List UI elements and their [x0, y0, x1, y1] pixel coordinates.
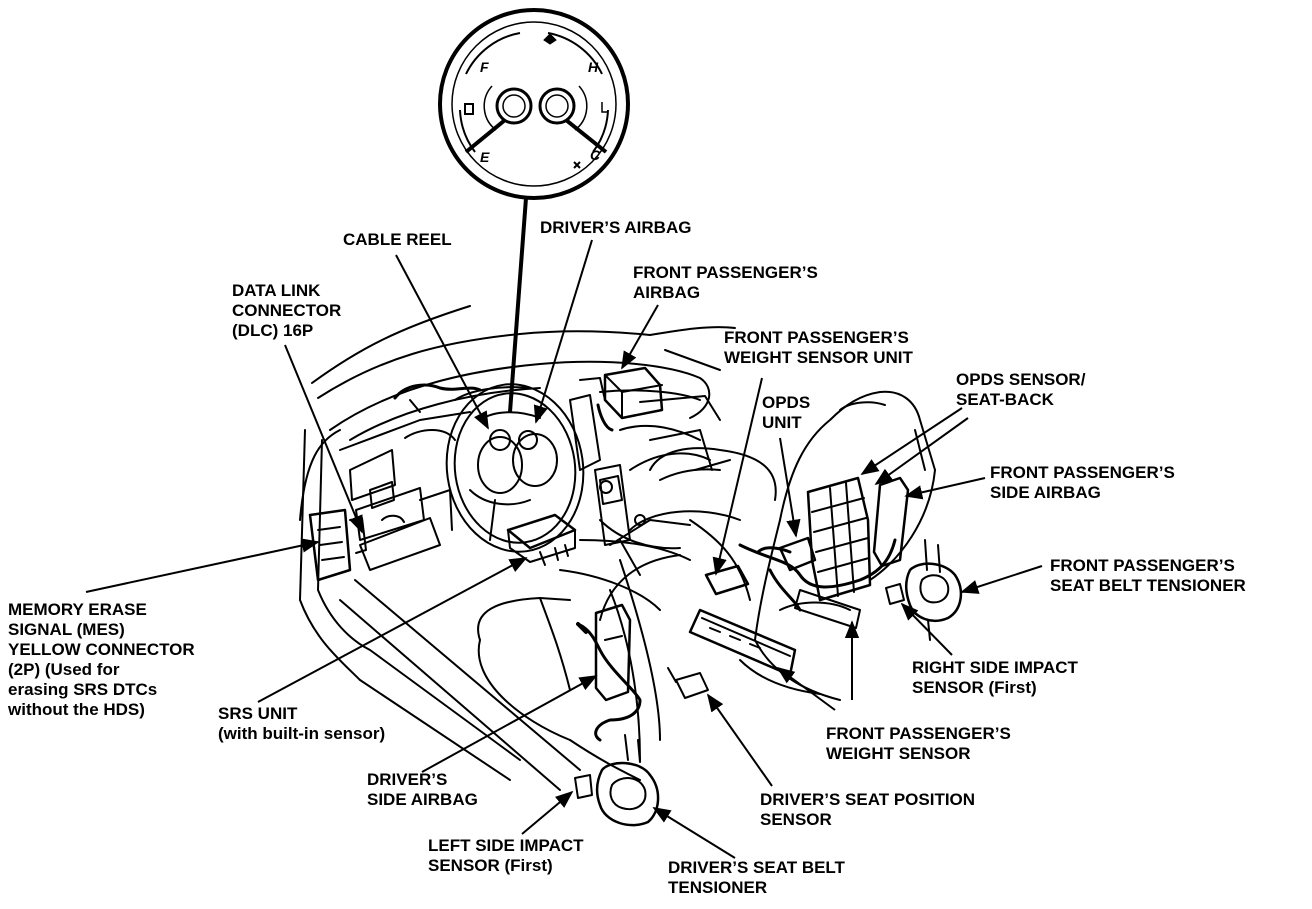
label-line: SRS UNIT: [218, 704, 298, 723]
label-line: FRONT PASSENGER’S: [724, 328, 909, 347]
label-line: DRIVER’S SEAT POSITION: [760, 790, 976, 809]
leader-opds-sensor-2: [874, 417, 969, 486]
leader-drivers-tensioner: [652, 807, 736, 859]
label-line: TENSIONER: [668, 878, 768, 897]
label-line: SEAT BELT TENSIONER: [1050, 576, 1246, 595]
label-line: CONNECTOR: [232, 301, 342, 320]
leader-dlc: [284, 344, 363, 534]
label-line: SIGNAL (MES): [8, 620, 125, 639]
label-line: SIDE AIRBAG: [990, 483, 1101, 502]
label-line: FRONT PASSENGER’S: [633, 263, 818, 282]
label-opds-sensor-seat-back: OPDS SENSOR/ SEAT-BACK: [956, 370, 1085, 410]
label-line: FRONT PASSENGER’S: [1050, 556, 1235, 575]
gauge-pointer-line: [508, 197, 528, 413]
label-drivers-side-airbag: DRIVER’S SIDE AIRBAG: [367, 770, 478, 810]
label-line: SENSOR (First): [428, 856, 553, 875]
label-front-passenger-airbag: FRONT PASSENGER’S AIRBAG: [633, 263, 818, 303]
label-line: SIDE AIRBAG: [367, 790, 478, 809]
leader-right-side-impact: [900, 602, 953, 656]
label-front-passenger-side-airbag: FRONT PASSENGER’S SIDE AIRBAG: [990, 463, 1175, 503]
label-line: DRIVER’S: [367, 770, 448, 789]
leader-drivers-side-airbag: [421, 675, 598, 773]
label-front-passenger-weight-sensor-unit: FRONT PASSENGER’S WEIGHT SENSOR UNIT: [724, 328, 913, 368]
leader-left-side-impact: [521, 790, 574, 835]
label-line: FRONT PASSENGER’S: [990, 463, 1175, 482]
leader-passenger-weight-sensor-2: [776, 666, 836, 711]
label-data-link-connector: DATA LINK CONNECTOR (DLC) 16P: [232, 281, 341, 341]
label-line: without the HDS): [8, 700, 145, 719]
label-line: YELLOW CONNECTOR: [8, 640, 195, 659]
label-line: (with built-in sensor): [218, 724, 386, 743]
label-line: SENSOR (First): [912, 678, 1037, 697]
label-line: (DLC) 16P: [232, 321, 314, 340]
label-line: SENSOR: [760, 810, 832, 829]
leader-opds-sensor-1: [860, 407, 963, 475]
gauge-letter-f: F: [480, 59, 489, 75]
label-left-side-impact-sensor: LEFT SIDE IMPACT SENSOR (First): [428, 836, 584, 876]
leader-lines: [85, 239, 1043, 859]
label-line: LEFT SIDE IMPACT: [428, 836, 584, 855]
leader-drivers-airbag: [533, 239, 593, 424]
leader-passenger-side-airbag: [904, 477, 986, 500]
label-srs-unit: SRS UNIT (with built-in sensor): [218, 704, 385, 744]
gauge-letter-e: E: [480, 149, 490, 165]
label-line: MEMORY ERASE: [8, 600, 147, 619]
label-line: DRIVER’S AIRBAG: [540, 218, 692, 237]
label-right-side-impact-sensor: RIGHT SIDE IMPACT SENSOR (First): [912, 658, 1078, 698]
label-drivers-seat-position-sensor: DRIVER’S SEAT POSITION SENSOR: [760, 790, 975, 830]
gauge-letter-h: H: [588, 59, 599, 75]
leader-passenger-airbag: [621, 304, 659, 370]
label-drivers-seat-belt-tensioner: DRIVER’S SEAT BELT TENSIONER: [668, 858, 845, 898]
label-line: DRIVER’S SEAT BELT: [668, 858, 845, 877]
label-line: OPDS: [762, 393, 811, 412]
leader-srs-unit: [257, 557, 528, 703]
label-line: AIRBAG: [633, 283, 701, 302]
leader-weight-sensor-unit: [712, 377, 763, 576]
label-drivers-airbag: DRIVER’S AIRBAG: [540, 218, 691, 238]
label-line: erasing SRS DTCs: [8, 680, 158, 699]
label-line: RIGHT SIDE IMPACT: [912, 658, 1078, 677]
gauge-letters: F E H C: [480, 59, 601, 165]
label-line: SEAT-BACK: [956, 390, 1054, 409]
leader-mes-connector: [85, 538, 320, 593]
label-memory-erase-signal: MEMORY ERASE SIGNAL (MES) YELLOW CONNECT…: [8, 600, 195, 720]
label-line: FRONT PASSENGER’S: [826, 724, 1011, 743]
label-line: UNIT: [762, 413, 802, 432]
leader-opds-unit: [779, 437, 801, 538]
gauge-letter-c: C: [590, 147, 601, 163]
label-front-passenger-weight-sensor: FRONT PASSENGER’S WEIGHT SENSOR: [826, 724, 1011, 764]
label-line: WEIGHT SENSOR: [826, 744, 971, 763]
label-line: OPDS SENSOR/: [956, 370, 1086, 389]
gauge-cluster-inset: [438, 8, 630, 200]
label-front-passenger-seat-belt-tensioner: FRONT PASSENGER’S SEAT BELT TENSIONER: [1050, 556, 1246, 596]
leader-seat-position-sensor: [706, 693, 773, 787]
label-line: WEIGHT SENSOR UNIT: [724, 348, 913, 367]
dashboard-and-body: [299, 305, 963, 827]
label-line: (2P) (Used for: [8, 660, 120, 679]
label-cable-reel: CABLE REEL: [343, 230, 452, 250]
label-line: DATA LINK: [232, 281, 321, 300]
label-line: CABLE REEL: [343, 230, 452, 249]
leader-cable-reel: [395, 254, 489, 430]
label-opds-unit: OPDS UNIT: [762, 393, 810, 433]
leader-passenger-tensioner: [960, 565, 1043, 594]
